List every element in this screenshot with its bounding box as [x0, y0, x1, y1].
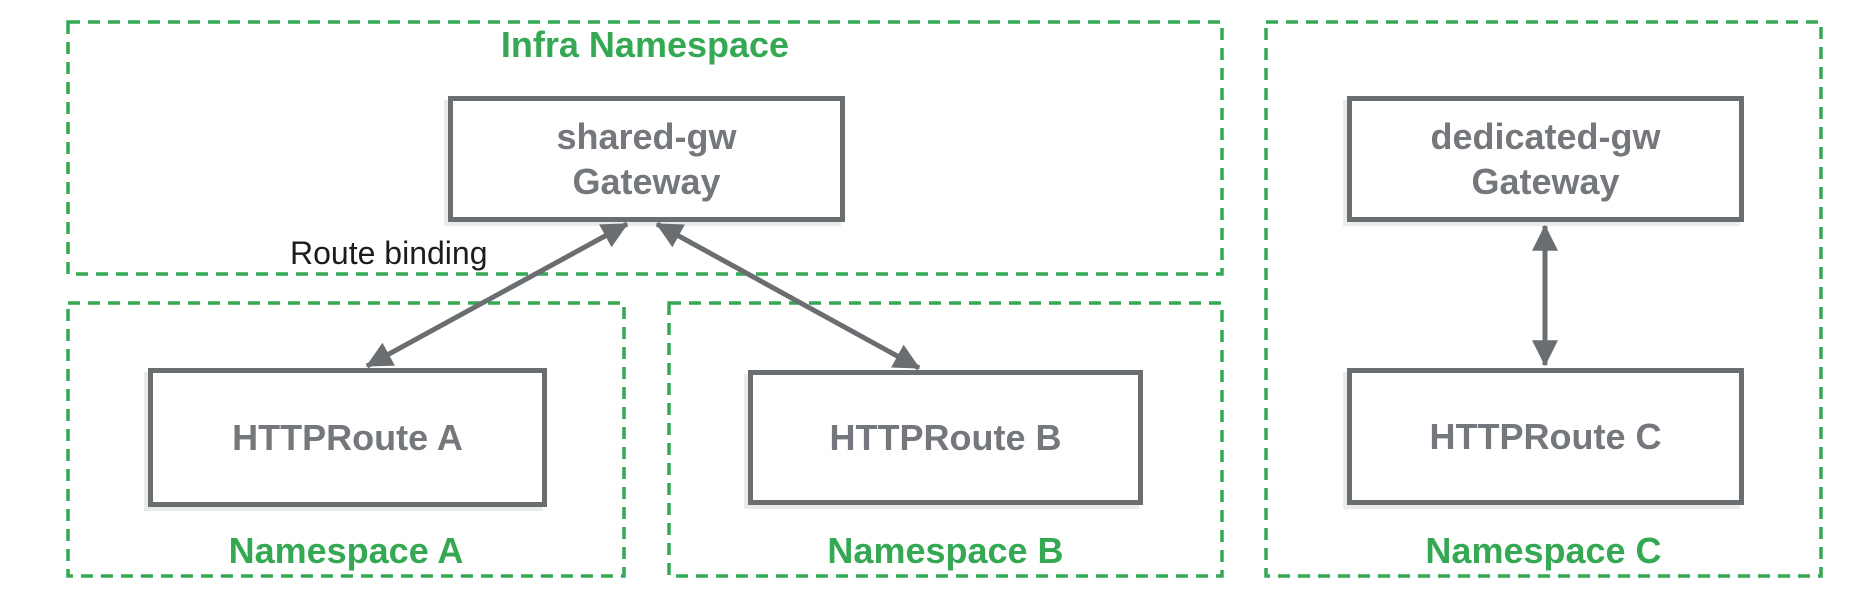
- node-shared-gw-kind: Gateway: [572, 161, 721, 202]
- node-shared-gw-name: shared-gw: [556, 116, 737, 157]
- namespace-c-border: [1264, 20, 1823, 578]
- route-binding-label: Route binding: [290, 235, 488, 271]
- node-dedicated-gw-name: dedicated-gw: [1430, 116, 1661, 157]
- infra-namespace-label: Infra Namespace: [500, 24, 790, 65]
- arrow-httproute-b-shared-gw: [655, 221, 921, 371]
- namespace-b-border: [667, 301, 1224, 578]
- namespace-a-label: Namespace A: [228, 530, 464, 571]
- arrow-httproute-a-shared-gw: [365, 221, 629, 369]
- namespace-c-label: Namespace C: [1425, 530, 1662, 571]
- node-httproute-c: HTTPRoute C: [1347, 368, 1744, 505]
- infra-namespace-border: [66, 20, 1224, 276]
- node-httproute-b: HTTPRoute B: [748, 370, 1143, 505]
- node-dedicated-gw-kind: Gateway: [1471, 161, 1620, 202]
- node-shared-gw-gateway: shared-gw Gateway: [448, 96, 845, 222]
- namespace-a-border: [66, 301, 626, 578]
- node-httproute-a: HTTPRoute A: [148, 368, 547, 507]
- node-httproute-a-name: HTTPRoute A: [232, 417, 463, 458]
- namespace-b-label: Namespace B: [827, 530, 1064, 571]
- node-httproute-b-name: HTTPRoute B: [829, 417, 1062, 458]
- node-httproute-c-name: HTTPRoute C: [1429, 416, 1662, 457]
- node-dedicated-gw-gateway: dedicated-gw Gateway: [1347, 96, 1744, 222]
